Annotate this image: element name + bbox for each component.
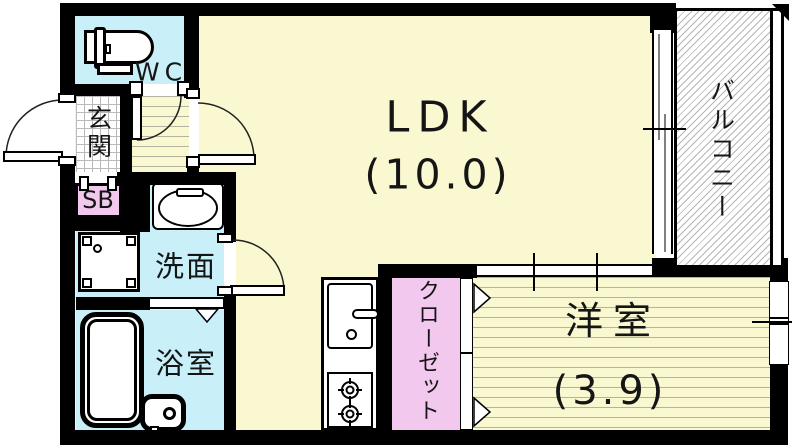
western-window-mullion (769, 323, 789, 325)
hall-door-opening (189, 98, 199, 158)
wall-left (60, 3, 75, 444)
entrance-label: 玄関 (83, 105, 113, 161)
ldk-label: LDK (385, 92, 495, 143)
wall-wc-bottom (74, 84, 136, 96)
door-jamb (107, 176, 117, 191)
wm-corner (126, 278, 136, 288)
window-pane-line (658, 34, 660, 140)
wall-washroom-right (224, 176, 236, 430)
balcony-label: バルコニー (706, 77, 736, 223)
wall-entrance-right (120, 96, 132, 232)
hall-door-leaf (198, 154, 256, 165)
wall-below-shoebox (74, 215, 122, 231)
wall-washcorner (132, 176, 150, 232)
wc-door-leaf (131, 96, 142, 140)
wm-corner (82, 236, 92, 246)
balcony-inner-rail (770, 8, 773, 268)
wall-bath-divider (76, 297, 150, 310)
wm-dial (93, 244, 102, 253)
entrance-door-opening (60, 101, 75, 157)
bathtub-inner (87, 319, 137, 421)
kitchen-drain-icon (346, 329, 357, 340)
door-jamb (58, 93, 76, 103)
western-room-label: 洋室 (564, 299, 662, 343)
western-room-size-label: (3.9) (552, 368, 668, 414)
door-jamb (79, 176, 89, 191)
entrance-door-arc (5, 99, 64, 158)
window-pane-line (664, 114, 666, 252)
washbasin-faucet-icon (176, 188, 204, 197)
washroom-door-leaf (230, 285, 285, 296)
wall-bottom (60, 430, 788, 445)
toilet-base-icon (97, 63, 133, 75)
room-entrance (76, 96, 120, 172)
wm-corner (82, 278, 92, 288)
door-jamb (58, 156, 76, 166)
ldk-balcony-window (652, 30, 673, 254)
western-window-mullion (769, 317, 789, 319)
door-jamb (217, 233, 233, 243)
closet-door-strip (460, 278, 473, 430)
bathroom-slider (148, 297, 225, 309)
room-closet (392, 278, 460, 430)
entrance-door-leaf (3, 151, 63, 162)
toilet-label: WC (134, 57, 188, 87)
closet-door-split (460, 352, 473, 354)
wm-corner (126, 236, 136, 246)
washroom-label: 洗面 (154, 249, 218, 284)
room-western (473, 277, 770, 430)
shower-knob-icon (163, 407, 176, 420)
shoe-box-label: SB (82, 186, 114, 214)
ldk-western-slider (473, 264, 656, 277)
bathroom-label: 浴室 (154, 346, 218, 381)
wall-wc-right (184, 3, 199, 98)
ldk-size-label: (10.0) (364, 150, 512, 199)
toilet-knob-icon (105, 44, 111, 54)
kitchen-stove-icon (327, 372, 373, 428)
bathtub-icon (80, 312, 144, 428)
kitchen-faucet-icon (352, 309, 379, 319)
door-jamb (217, 286, 233, 296)
door-jamb (186, 88, 200, 99)
washroom-door-opening (224, 242, 236, 288)
wall-kitchen-closet (378, 264, 392, 431)
washing-machine-icon (78, 232, 140, 292)
door-jamb (186, 156, 200, 168)
closet-label: クローゼット (414, 279, 439, 423)
wall-closet-top (378, 264, 477, 278)
wall-top (60, 3, 676, 16)
door-jamb (129, 81, 143, 96)
balcony-deck (677, 11, 770, 265)
wall-top-corner (650, 3, 676, 33)
wc-door-opening (136, 84, 184, 96)
